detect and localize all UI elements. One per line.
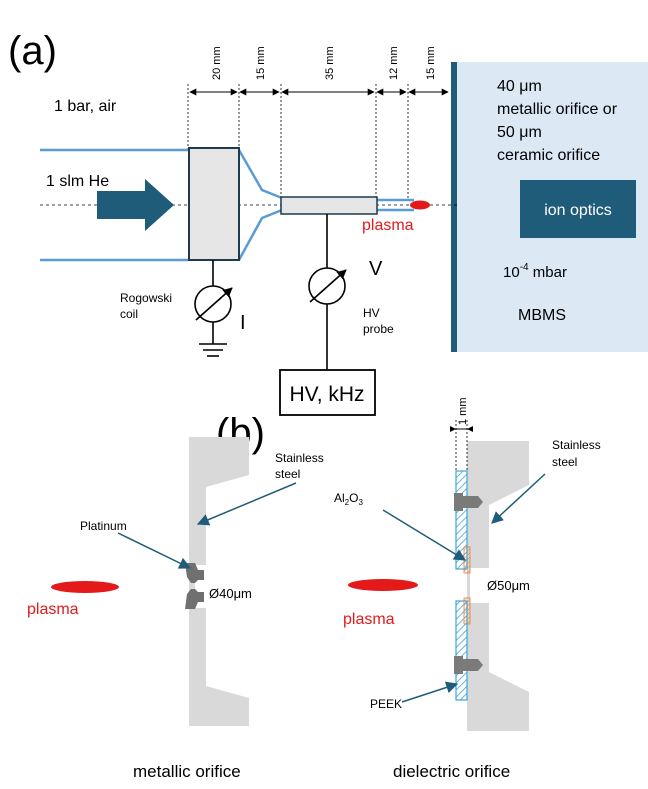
orifice-label-3: 50 μm <box>497 124 542 141</box>
ion-optics-block <box>520 180 636 238</box>
pressure-exponent: -4 <box>520 262 529 273</box>
gas-flow-arrow <box>97 179 174 231</box>
gas-lines <box>40 148 414 262</box>
plasma-label-right: plasma <box>343 611 395 628</box>
steel-label-right-1: Stainless <box>552 438 601 452</box>
metallic-orifice-diagram: plasma Stainless steel Platinum Ø40μm me… <box>27 437 324 781</box>
al2o3-sub-2: 3 <box>358 498 363 507</box>
dim-label-15mm-a: 15 mm <box>255 46 267 80</box>
steel-plate-left <box>189 437 249 726</box>
peek-insulator-top <box>455 470 468 570</box>
platinum-label: Platinum <box>80 519 127 533</box>
voltage-symbol: V <box>369 258 383 280</box>
steel-label-right-2: steel <box>552 455 577 469</box>
voltage-circuit <box>308 214 347 370</box>
peek-callout <box>401 681 459 703</box>
caption-left: metallic orifice <box>133 762 241 781</box>
al2o3-callout <box>382 509 467 561</box>
gap-arrow-right <box>467 426 473 432</box>
gap-arrow-left <box>450 426 456 432</box>
mbms-flange <box>451 62 457 352</box>
rogowski-label-2: coil <box>120 307 138 321</box>
caption-right: dielectric orifice <box>393 762 510 781</box>
al2o3-main: Al <box>334 491 345 505</box>
pressure-unit: mbar <box>529 264 567 281</box>
steel-label-left-2: steel <box>275 467 300 481</box>
dim-label-35mm: 35 mm <box>324 46 336 80</box>
dim-label-12mm: 12 mm <box>388 46 400 80</box>
rogowski-label-1: Rogowski <box>120 291 172 305</box>
panel-a: (a) ion optics 40 μm metallic orifice or… <box>8 29 648 416</box>
dimension-line <box>187 84 449 198</box>
platinum-insert <box>185 563 204 609</box>
hv-source-box <box>279 369 376 416</box>
hv-probe-label-2: probe <box>363 322 394 336</box>
dielectric-orifice-diagram: 1 mm Stainless steel Al2O3 plasma Ø50μm … <box>334 398 601 782</box>
platinum-callout <box>117 532 192 569</box>
panel-a-label: (a) <box>8 29 57 73</box>
plasma-ellipse-left <box>51 581 119 593</box>
panel-b: (b) plasma Stainless steel Platinum Ø40μ… <box>27 398 601 782</box>
al2o3-disc-bottom <box>463 597 471 625</box>
plasma-ellipse-a <box>410 200 430 210</box>
steel-label-left-1: Stainless <box>275 451 324 465</box>
al2o3-sub-1: 2 <box>345 498 350 507</box>
diameter-label-left: Ø40μm <box>209 586 252 601</box>
current-symbol: I <box>240 312 246 334</box>
mbms-label: MBMS <box>518 307 566 324</box>
steel-callout-right <box>491 473 546 524</box>
al2o3-label: Al2O3 <box>334 491 363 507</box>
peek-insulator-bottom <box>455 600 468 701</box>
pressure-label: 10-4 mbar <box>503 262 567 281</box>
current-circuit <box>194 260 233 357</box>
steel-callout-left <box>196 482 297 526</box>
screw-top <box>454 493 483 511</box>
rogowski-block <box>188 147 240 261</box>
hv-probe-label-1: HV <box>363 306 380 320</box>
dim-label-20mm: 20 mm <box>211 46 223 80</box>
plasma-ellipse-right <box>348 579 418 591</box>
screw-bottom <box>454 656 483 674</box>
orifice-label-2: metallic orifice or <box>497 101 618 118</box>
orifice-label-4: ceramic orifice <box>497 147 600 164</box>
orifice-label-1: 40 μm <box>497 78 542 95</box>
ion-optics-label: ion optics <box>544 202 612 219</box>
dim-label-15mm-b: 15 mm <box>425 46 437 80</box>
pressure-base: 10 <box>503 264 520 281</box>
gap-label: 1 mm <box>457 398 469 426</box>
electrode-tube <box>280 196 378 215</box>
al2o3-o: O <box>349 491 358 505</box>
ambient-label: 1 bar, air <box>54 98 117 115</box>
plasma-label-left: plasma <box>27 601 79 618</box>
gas-flow-label: 1 slm He <box>46 173 109 190</box>
peek-label: PEEK <box>370 697 402 711</box>
plasma-label-a: plasma <box>362 217 414 234</box>
hv-source-label: HV, kHz <box>289 383 364 406</box>
diameter-label-right: Ø50μm <box>487 578 530 593</box>
steel-plate-right <box>467 441 529 731</box>
